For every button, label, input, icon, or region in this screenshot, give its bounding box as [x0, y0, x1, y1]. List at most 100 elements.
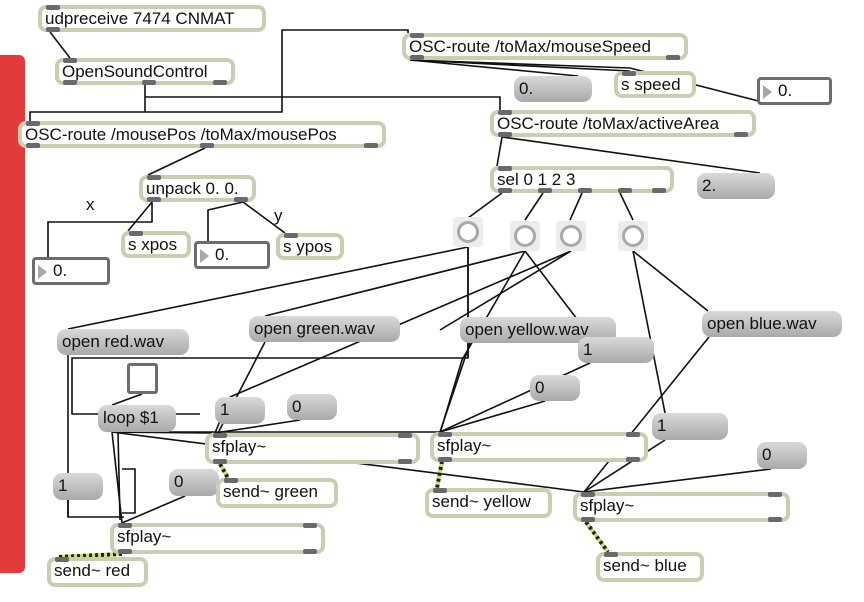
cord[interactable] — [264, 250, 526, 317]
outlet[interactable] — [26, 143, 40, 148]
cord[interactable] — [583, 468, 772, 493]
s-speed-object[interactable]: s speed — [614, 71, 696, 98]
signal-cord[interactable] — [218, 463, 230, 479]
blue-one-message[interactable]: 1 — [652, 413, 728, 440]
send-red-object[interactable]: send~ red — [47, 557, 148, 587]
s-xpos-object[interactable]: s xpos — [121, 231, 191, 258]
inlet[interactable] — [768, 492, 782, 497]
bang-button-2[interactable] — [556, 221, 586, 251]
cord[interactable] — [632, 250, 709, 312]
open-red-message[interactable]: open red.wav — [57, 329, 189, 355]
outlet[interactable] — [46, 27, 60, 32]
inlet[interactable] — [410, 33, 424, 38]
inlet[interactable] — [284, 233, 298, 238]
cord[interactable] — [524, 192, 544, 221]
inlet[interactable] — [55, 557, 69, 562]
inlet[interactable] — [498, 166, 512, 171]
xpos-number-box[interactable]: 0. — [32, 257, 110, 285]
cord[interactable] — [111, 431, 123, 524]
outlet[interactable] — [666, 55, 680, 60]
inlet[interactable] — [118, 523, 132, 528]
bang-button-1[interactable] — [510, 221, 540, 251]
opensoundcontrol-object[interactable]: OpenSoundControl — [55, 58, 235, 85]
sfplay-green-object[interactable]: sfplay~ — [205, 433, 420, 464]
osc-route-mousepos-object[interactable]: OSC-route /mousePos /toMax/mousePos — [18, 121, 386, 148]
loop-toggle[interactable] — [127, 363, 158, 394]
yellow-zero-message[interactable]: 0 — [530, 375, 580, 401]
outlet[interactable] — [213, 80, 227, 85]
sel-object[interactable]: sel 0 1 2 3 — [490, 166, 674, 193]
cord[interactable] — [49, 31, 71, 59]
ypos-number-box[interactable]: 0. — [194, 241, 270, 269]
cord[interactable] — [121, 495, 186, 524]
inlet[interactable] — [604, 552, 618, 557]
outlet[interactable] — [768, 517, 782, 522]
area-value-message[interactable]: 2. — [697, 173, 775, 199]
outlet[interactable] — [498, 132, 512, 137]
cord[interactable] — [439, 400, 546, 433]
outlet[interactable] — [626, 457, 640, 462]
open-green-message[interactable]: open green.wav — [249, 316, 400, 342]
green-zero-message[interactable]: 0 — [287, 394, 337, 420]
signal-cord[interactable] — [435, 460, 444, 489]
inlet[interactable] — [303, 523, 317, 528]
cord[interactable] — [467, 192, 503, 219]
udpreceive-object[interactable]: udpreceive 7474 CNMAT — [38, 5, 266, 32]
outlet[interactable] — [147, 197, 161, 202]
inlet[interactable] — [398, 433, 412, 438]
red-zero-message[interactable]: 0 — [169, 469, 219, 496]
outlet[interactable] — [410, 55, 424, 60]
cord[interactable] — [439, 342, 471, 433]
speed-number-box[interactable]: 0. — [757, 77, 832, 105]
outlet[interactable] — [303, 549, 317, 554]
cord[interactable] — [207, 201, 244, 241]
send-blue-object[interactable]: send~ blue — [596, 552, 704, 582]
osc-route-mousespeed-object[interactable]: OSC-route /toMax/mouseSpeed — [402, 33, 688, 60]
outlet[interactable] — [364, 143, 378, 148]
outlet[interactable] — [142, 80, 156, 85]
cord[interactable] — [619, 192, 634, 221]
inlet[interactable] — [129, 231, 143, 236]
send-yellow-object[interactable]: send~ yellow — [425, 488, 552, 518]
inlet[interactable] — [626, 432, 640, 437]
signal-cord[interactable] — [435, 460, 444, 489]
outlet[interactable] — [734, 132, 748, 137]
inlet[interactable] — [433, 488, 447, 493]
green-one-message[interactable]: 1 — [215, 397, 265, 424]
sfplay-yellow-object[interactable]: sfplay~ — [430, 432, 648, 462]
osc-route-activearea-object[interactable]: OSC-route /toMax/activeArea — [490, 110, 756, 137]
signal-cord[interactable] — [218, 463, 230, 479]
signal-cord[interactable] — [584, 520, 610, 554]
inlet[interactable] — [46, 5, 60, 10]
inlet[interactable] — [213, 433, 227, 438]
outlet[interactable] — [578, 188, 592, 193]
cord[interactable] — [147, 147, 206, 176]
inlet[interactable] — [622, 71, 636, 76]
cord[interactable] — [409, 59, 631, 72]
cord[interactable] — [111, 431, 213, 434]
inlet[interactable] — [147, 175, 161, 180]
sfplay-blue-object[interactable]: sfplay~ — [573, 492, 790, 522]
loop-message[interactable]: loop $1 — [98, 405, 176, 432]
outlet[interactable] — [652, 188, 666, 193]
cord[interactable] — [111, 393, 143, 406]
cord[interactable] — [569, 192, 583, 221]
speed-value-message[interactable]: 0. — [514, 76, 592, 102]
outlet[interactable] — [538, 188, 552, 193]
blue-zero-message[interactable]: 0 — [757, 442, 807, 469]
cord[interactable] — [29, 85, 146, 121]
outlet[interactable] — [234, 197, 248, 202]
cord[interactable] — [632, 250, 666, 414]
red-one-message[interactable]: 1 — [53, 473, 103, 500]
cord[interactable] — [409, 59, 579, 77]
outlet[interactable] — [438, 457, 452, 462]
s-ypos-object[interactable]: s ypos — [276, 233, 344, 260]
unpack-object[interactable]: unpack 0. 0. — [139, 175, 256, 202]
outlet[interactable] — [398, 459, 412, 464]
outlet[interactable] — [213, 459, 227, 464]
inlet[interactable] — [63, 58, 77, 63]
open-blue-message[interactable]: open blue.wav — [702, 311, 842, 337]
inlet[interactable] — [26, 121, 40, 126]
send-green-object[interactable]: send~ green — [216, 478, 338, 508]
